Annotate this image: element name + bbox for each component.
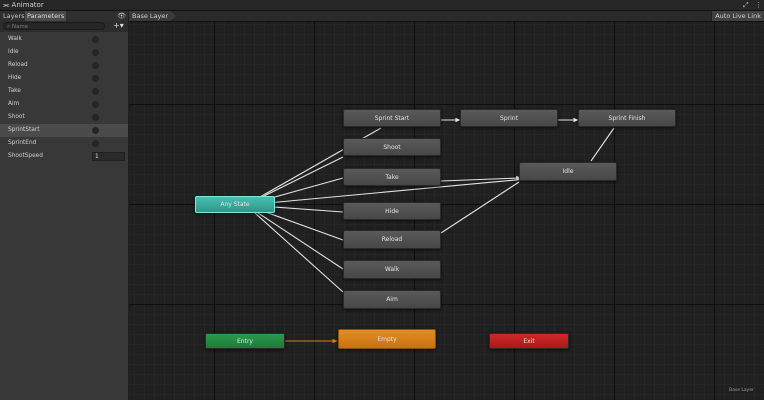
more-options-icon[interactable]: ⋮: [755, 1, 762, 9]
param-toggle[interactable]: [92, 127, 99, 134]
param-toggle[interactable]: [92, 140, 99, 147]
maximize-icon[interactable]: ⤢: [743, 1, 749, 9]
param-toggle[interactable]: [92, 114, 99, 121]
param-toggle[interactable]: [92, 49, 99, 56]
transition-reload-idle: [440, 181, 520, 234]
state-machine-graph[interactable]: Sprint Start Sprint Sprint Finish Shoot …: [129, 22, 764, 400]
state-walk[interactable]: Walk: [343, 260, 441, 279]
tab-layers[interactable]: Layers: [3, 12, 25, 20]
param-toggle[interactable]: [92, 62, 99, 69]
add-parameter-button[interactable]: +▾: [113, 21, 124, 30]
state-sprint-start[interactable]: Sprint Start: [343, 109, 441, 127]
param-label: SprintEnd: [8, 140, 37, 146]
state-exit[interactable]: Exit: [489, 333, 569, 349]
param-label: Reload: [8, 62, 28, 68]
state-hide[interactable]: Hide: [343, 202, 441, 220]
param-shootspeed[interactable]: ShootSpeed 1: [0, 150, 128, 163]
search-input[interactable]: ⌕ Name: [3, 22, 105, 30]
search-row: ⌕ Name +▾: [0, 21, 128, 32]
eye-icon[interactable]: 👁: [117, 12, 126, 20]
window-title: ⫘ Animator: [3, 1, 44, 9]
parameters-panel: Layers Parameters 👁 ⌕ Name +▾ Walk Idle …: [0, 11, 129, 400]
graph-header: Base Layer Auto Live Link: [129, 11, 764, 22]
param-aim[interactable]: Aim: [0, 98, 128, 111]
state-entry[interactable]: Entry: [205, 333, 285, 349]
param-toggle[interactable]: [92, 75, 99, 82]
state-any-state[interactable]: Any State: [195, 196, 275, 213]
state-idle[interactable]: Idle: [519, 162, 617, 181]
state-sprint[interactable]: Sprint: [460, 109, 558, 127]
param-label: Take: [8, 88, 21, 94]
state-shoot[interactable]: Shoot: [343, 138, 441, 156]
param-idle[interactable]: Idle: [0, 46, 128, 59]
param-walk[interactable]: Walk: [0, 33, 128, 46]
transition-anystate-aim: [245, 204, 344, 293]
transition-anystate-idle: [245, 174, 570, 206]
panel-tabs: Layers Parameters 👁: [0, 11, 128, 21]
param-label: ShootSpeed: [8, 153, 43, 159]
param-label: Idle: [8, 49, 19, 55]
param-reload[interactable]: Reload: [0, 59, 128, 72]
param-toggle[interactable]: [92, 88, 99, 95]
param-label: Shoot: [8, 114, 25, 120]
param-take[interactable]: Take: [0, 85, 128, 98]
window-title-text: Animator: [11, 1, 44, 9]
param-shoot[interactable]: Shoot: [0, 111, 128, 124]
parameter-list: Walk Idle Reload Hide Take Aim Shoot Spr…: [0, 33, 128, 163]
param-label: Walk: [8, 36, 22, 42]
auto-live-link-button[interactable]: Auto Live Link: [711, 11, 764, 21]
state-empty-default[interactable]: Empty: [338, 329, 436, 349]
state-reload[interactable]: Reload: [343, 230, 441, 249]
param-hide[interactable]: Hide: [0, 72, 128, 85]
window-titlebar: ⫘ Animator ⤢ ⋮: [0, 0, 764, 11]
transition-anystate-walk: [245, 204, 344, 270]
breadcrumb[interactable]: Base Layer: [129, 11, 177, 21]
state-aim[interactable]: Aim: [343, 290, 441, 309]
param-toggle[interactable]: [92, 101, 99, 108]
state-take[interactable]: Take: [343, 168, 441, 186]
param-sprintstart[interactable]: SprintStart: [0, 124, 128, 137]
transition-sprintfinish-idle: [590, 127, 615, 162]
graph-footer-label: Base Layer: [729, 388, 754, 393]
param-toggle[interactable]: [92, 36, 99, 43]
param-float-field[interactable]: 1: [92, 152, 125, 161]
transition-take-idle: [440, 175, 522, 182]
state-sprint-finish[interactable]: Sprint Finish: [578, 109, 676, 127]
tab-parameters[interactable]: Parameters: [25, 11, 67, 21]
param-label: SprintStart: [8, 127, 40, 133]
param-label: Hide: [8, 75, 22, 81]
search-placeholder: Name: [11, 24, 29, 30]
param-sprintend[interactable]: SprintEnd: [0, 137, 128, 150]
param-label: Aim: [8, 101, 20, 107]
